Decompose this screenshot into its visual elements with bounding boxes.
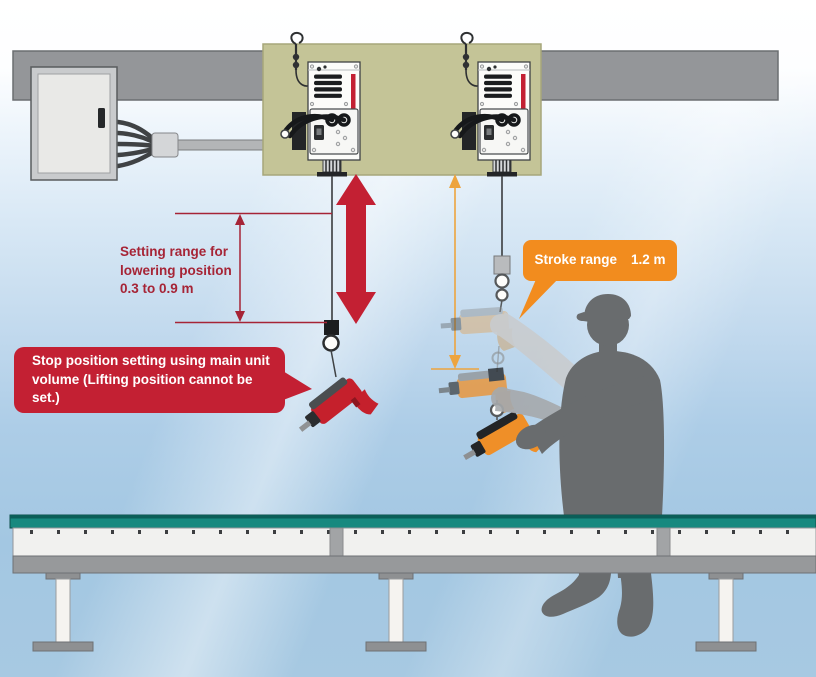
control-box-handle	[98, 108, 105, 128]
hook-left-icon	[322, 334, 340, 352]
setting-range-line-2: lowering position	[120, 262, 232, 278]
stroke-range-callout: Stroke range 1.2 m	[523, 240, 677, 281]
wire-rope-right	[493, 176, 511, 313]
setting-range-note: Setting range for lowering position 0.3 …	[120, 243, 232, 299]
control-box	[30, 66, 118, 181]
setting-range-line-1: Setting range for	[120, 244, 229, 259]
workbench	[9, 514, 816, 652]
worker-foot-right	[617, 565, 654, 637]
stroke-range-callout-tail	[519, 277, 560, 319]
worker-hand	[515, 424, 547, 450]
stroke-range-label: Stroke range	[534, 252, 617, 268]
worker-torso	[559, 350, 665, 516]
worker-foot-left	[541, 565, 612, 617]
stop-position-callout-tail	[278, 368, 312, 402]
bench-leg	[695, 572, 757, 652]
wire-rope-left	[322, 176, 340, 378]
worker-arm	[528, 376, 654, 454]
rope-stopper-right	[493, 255, 511, 275]
stop-position-text: Stop position setting using main unit vo…	[32, 352, 270, 406]
stroke-range-dimension	[431, 174, 479, 370]
bench-panel	[12, 527, 816, 557]
worker-cap	[584, 294, 631, 321]
bench-leg	[32, 572, 94, 652]
worker-cap-brim	[576, 312, 598, 323]
control-cables	[115, 119, 160, 169]
up-down-arrow	[336, 174, 376, 324]
stop-position-callout: Stop position setting using main unit vo…	[14, 347, 285, 413]
power-conduit	[175, 139, 267, 151]
stroke-range-value: 1.2 m	[631, 252, 666, 268]
rope-stopper-left	[324, 320, 339, 335]
setting-range-dimension	[175, 212, 332, 324]
bench-leg	[365, 572, 427, 652]
swivel-link-icon	[494, 273, 510, 289]
cable-connector	[151, 132, 179, 158]
worker-silhouette	[490, 294, 665, 637]
setting-range-line-3: 0.3 to 0.9 m	[120, 281, 194, 296]
red-drill	[298, 377, 379, 432]
bench-beam	[12, 555, 816, 574]
